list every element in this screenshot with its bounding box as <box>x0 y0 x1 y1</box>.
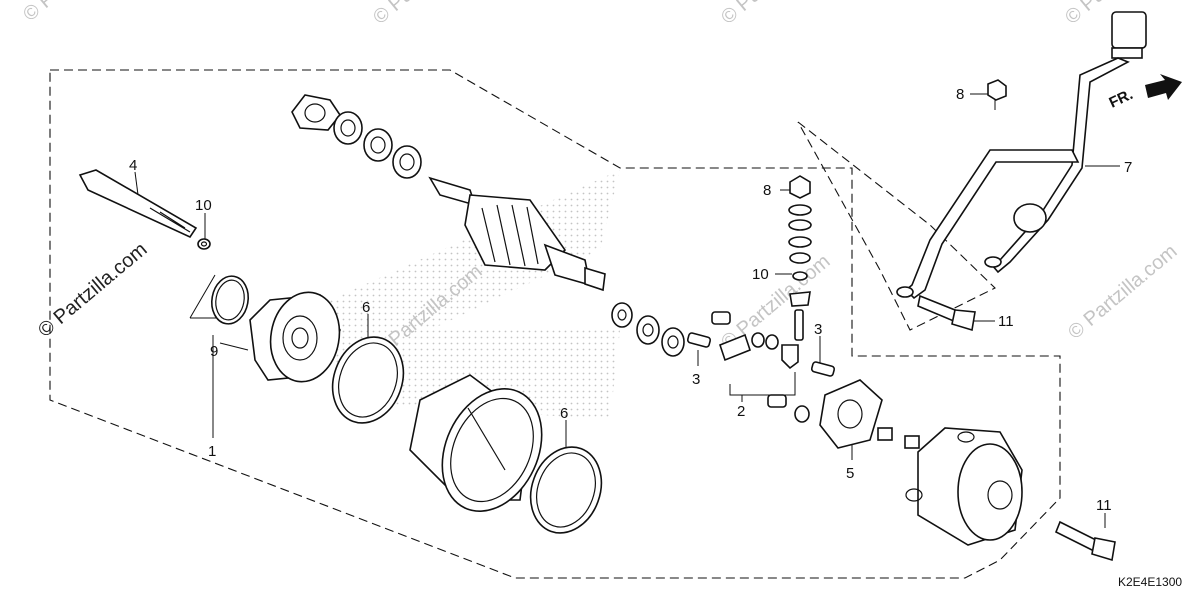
large-o-ring-part <box>331 336 405 424</box>
callout-6: 6 <box>560 405 568 422</box>
harness-nut-part <box>987 79 1007 101</box>
small-washer-part <box>197 238 211 250</box>
front-direction-indicator: FR. <box>1107 74 1182 112</box>
thrust-washer-set <box>291 94 422 179</box>
harness-boundary <box>797 121 996 331</box>
long-bolt-part <box>78 169 198 239</box>
callout-8: 8 <box>763 182 771 199</box>
direction-label: FR. <box>1107 86 1136 112</box>
callout-8: 8 <box>956 86 964 103</box>
watermark-text: © Partzilla.com <box>19 0 136 26</box>
front-cover-part <box>249 291 341 383</box>
assembly-boundary <box>49 69 1061 579</box>
flange-bolt-part <box>1054 520 1116 562</box>
terminal-nut-stack <box>788 175 812 307</box>
yoke-housing-part <box>409 374 543 512</box>
callout-3: 3 <box>692 371 700 388</box>
brush-holder-part <box>819 379 920 449</box>
callout-9: 9 <box>210 343 218 360</box>
direction-arrow-icon <box>1145 74 1182 100</box>
callout-1: 1 <box>208 443 216 460</box>
watermark-text-prominent: © Partzilla.com <box>34 238 151 341</box>
callout-11: 11 <box>998 313 1014 330</box>
o-ring-part <box>210 275 250 325</box>
armature-washer-set <box>611 302 685 357</box>
callout-11: 11 <box>1096 497 1112 514</box>
terminal-parts <box>686 309 836 423</box>
leader-lines <box>134 93 1120 528</box>
callout-6: 6 <box>362 299 370 316</box>
armature-part <box>428 176 606 292</box>
callout-7: 7 <box>1124 159 1132 176</box>
wire-harness-part <box>896 11 1147 300</box>
callout-5: 5 <box>846 465 854 482</box>
callout-2: 2 <box>737 403 745 420</box>
watermark-text: © Partzilla.com <box>1064 240 1181 343</box>
diagram-code: K2E4E1300 <box>1118 575 1182 589</box>
callout-10: 10 <box>752 266 769 283</box>
callout-10: 10 <box>195 197 212 214</box>
rear-cover-part <box>905 427 1023 546</box>
watermark-text: © Partzilla.com <box>717 0 834 29</box>
flange-bolt-part <box>917 294 976 332</box>
callout-labels: 1 2 3 3 4 5 6 6 7 8 8 9 10 10 11 11 <box>129 86 1132 514</box>
large-o-ring-part <box>529 446 603 534</box>
callout-3: 3 <box>814 321 822 338</box>
watermark-text: © Partzilla.com <box>369 0 486 29</box>
callout-4: 4 <box>129 157 137 174</box>
